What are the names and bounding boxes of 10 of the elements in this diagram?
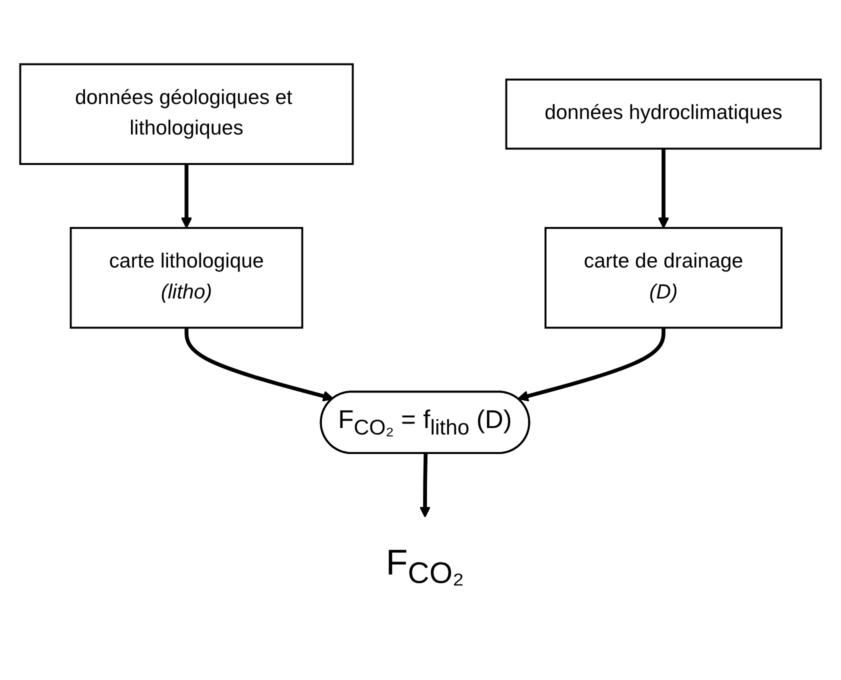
arrow [658, 149, 670, 229]
node-box: données hydroclimatiques [505, 79, 822, 150]
arrow [517, 328, 666, 402]
node-box: carte lithologique (litho) [70, 227, 304, 330]
arrow [180, 164, 192, 229]
node-text: F$_{CO₂}$ [386, 542, 464, 590]
node-box: carte de drainage (D) [544, 227, 782, 330]
node-box: données géologiques et lithologiques [19, 64, 354, 166]
arrow [419, 454, 431, 518]
arrow [184, 328, 334, 402]
